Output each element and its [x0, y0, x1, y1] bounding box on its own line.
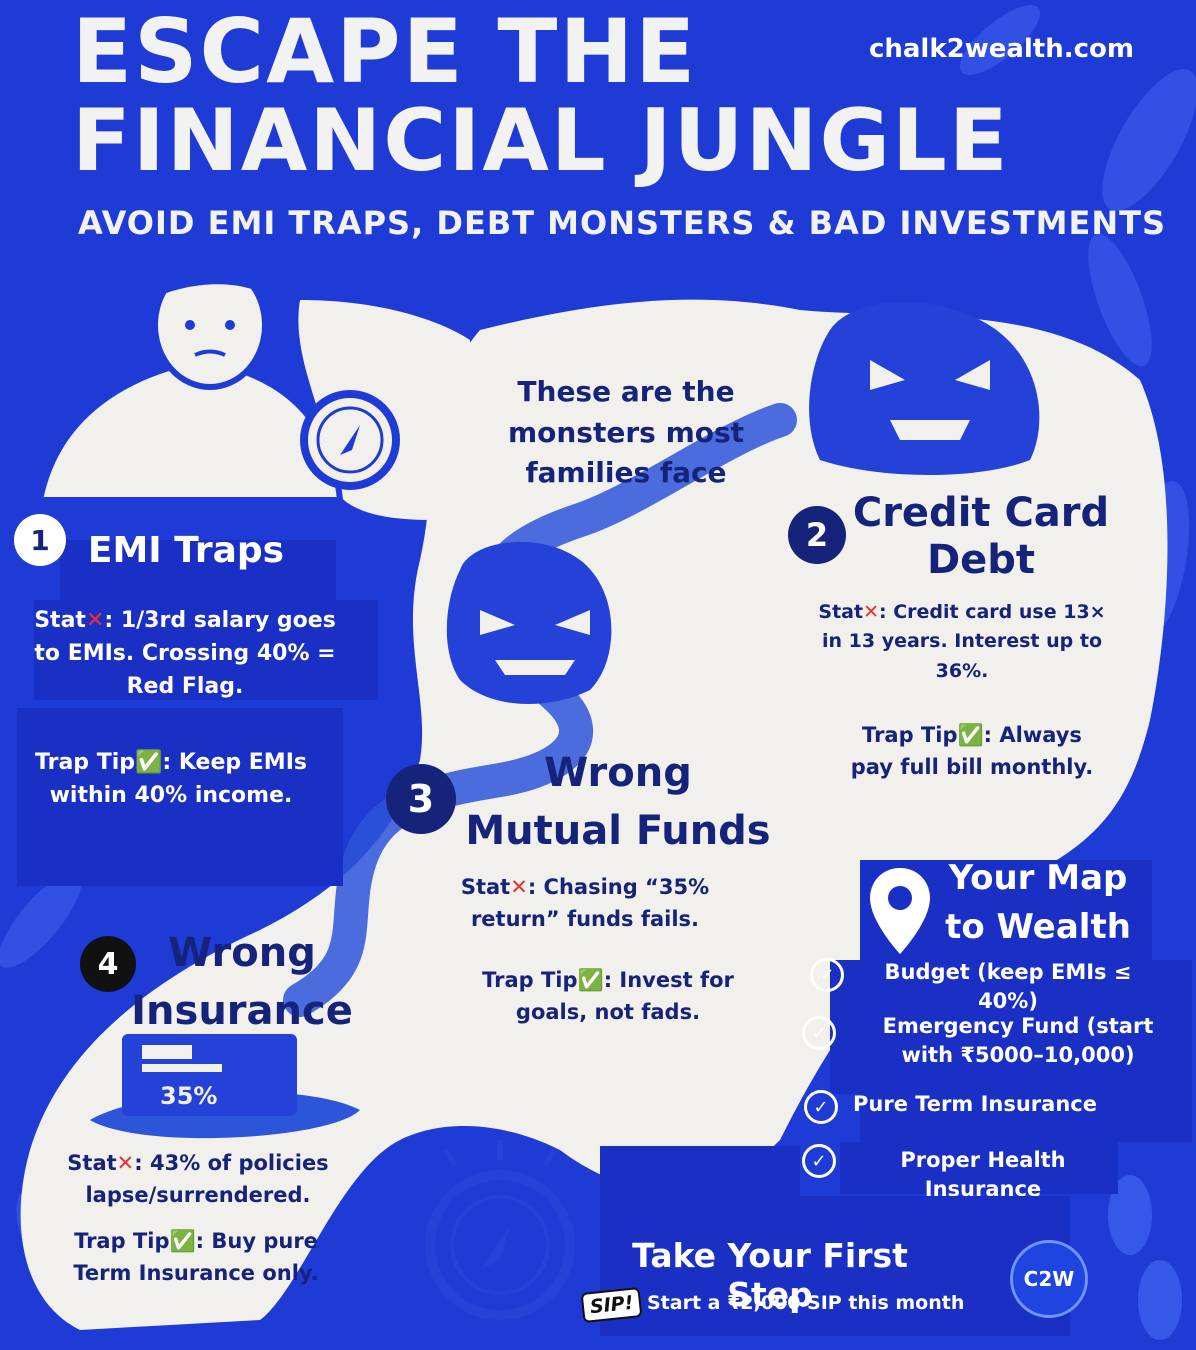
section-1-tip: Trap Tip✅: Keep EMIs within 40% income. — [35, 750, 307, 808]
map-item-2: Emergency Fund (start with ₹5000–10,000) — [882, 1014, 1154, 1068]
insurance-card-icon — [90, 1034, 360, 1139]
cross-icon: ✕ — [510, 875, 528, 899]
compass-icon — [425, 1140, 575, 1320]
check-circle-icon: ✓ — [804, 1090, 838, 1124]
website-link[interactable]: chalk2wealth.com — [868, 34, 1134, 64]
map-item-3: Pure Term Insurance — [853, 1092, 1097, 1116]
check-icon: ✅ — [169, 1229, 196, 1253]
section-1-stat-box — [34, 600, 378, 700]
page-title-line-1: ESCAPE THE — [72, 0, 698, 103]
section-1-title: EMI Traps — [87, 530, 285, 571]
section-2-stat: Stat✕: Credit card use 13× in 13 years. … — [818, 601, 1106, 682]
cta-text: Start a ₹2,000 SIP this month — [647, 1292, 965, 1314]
cta-title: Take Your First Step — [632, 1236, 908, 1314]
map-items-box-2 — [860, 1094, 1192, 1142]
cross-icon: ✕ — [116, 1151, 135, 1175]
monster-icon — [809, 301, 1040, 475]
check-icon: ✅ — [135, 750, 163, 775]
sip-badge: SIP! — [580, 1286, 643, 1324]
location-pin-icon — [870, 868, 930, 954]
check-circle-icon: ✓ — [802, 1144, 836, 1178]
section-2-number: 2 — [788, 506, 846, 564]
map-item-1: Budget (keep EMIs ≤ 40%) — [884, 960, 1132, 1014]
compass-icon — [300, 390, 400, 490]
check-circle-icon: ✓ — [802, 1016, 836, 1050]
card-label: 35% — [160, 1082, 218, 1110]
section-1-title-box — [60, 540, 336, 600]
section-4-stat: Stat✕: 43% of policies lapse/surrendered… — [67, 1151, 329, 1207]
person-icon — [36, 260, 344, 503]
map-items-box — [830, 960, 1192, 1094]
monster-icon — [446, 541, 612, 704]
page-title-line-2: FINANCIAL JUNGLE — [72, 91, 1010, 191]
check-icon: ✅ — [957, 723, 984, 747]
check-icon: ✅ — [577, 968, 604, 992]
cross-icon: ✕ — [863, 601, 879, 623]
section-3-tip: Trap Tip✅: Invest for goals, not fads. — [482, 968, 734, 1024]
section-4-tip: Trap Tip✅: Buy pure Term Insurance only. — [73, 1229, 319, 1285]
brand-logo: C2W — [1010, 1240, 1088, 1318]
section-2-tip: Trap Tip✅: Always pay full bill monthly. — [850, 723, 1094, 779]
section-1-number: 1 — [14, 514, 66, 566]
section-4-title: Wrong Insurance — [131, 930, 353, 1034]
cross-icon: ✕ — [85, 608, 105, 633]
section-3-number: 3 — [386, 764, 456, 834]
footprints-icon — [1108, 1175, 1182, 1340]
section-1-tip-box — [17, 708, 343, 886]
intro-text: These are the monsters most families fac… — [507, 375, 745, 490]
page-subtitle: AVOID EMI TRAPS, DEBT MONSTERS & BAD INV… — [78, 204, 1167, 242]
section-3-title: Wrong Mutual Funds — [465, 750, 771, 854]
section-4-number: 4 — [80, 936, 136, 992]
section-1-stat: Stat✕: 1/3rd salary goes to EMIs. Crossi… — [34, 608, 336, 699]
map-items-box-3 — [840, 1142, 1118, 1194]
check-circle-icon: ✓ — [810, 958, 844, 992]
section-2-title: Credit Card Debt — [852, 490, 1110, 584]
section-3-stat: Stat✕: Chasing “35% return” funds fails. — [460, 875, 710, 931]
map-title: Your Map to Wealth — [945, 858, 1131, 948]
